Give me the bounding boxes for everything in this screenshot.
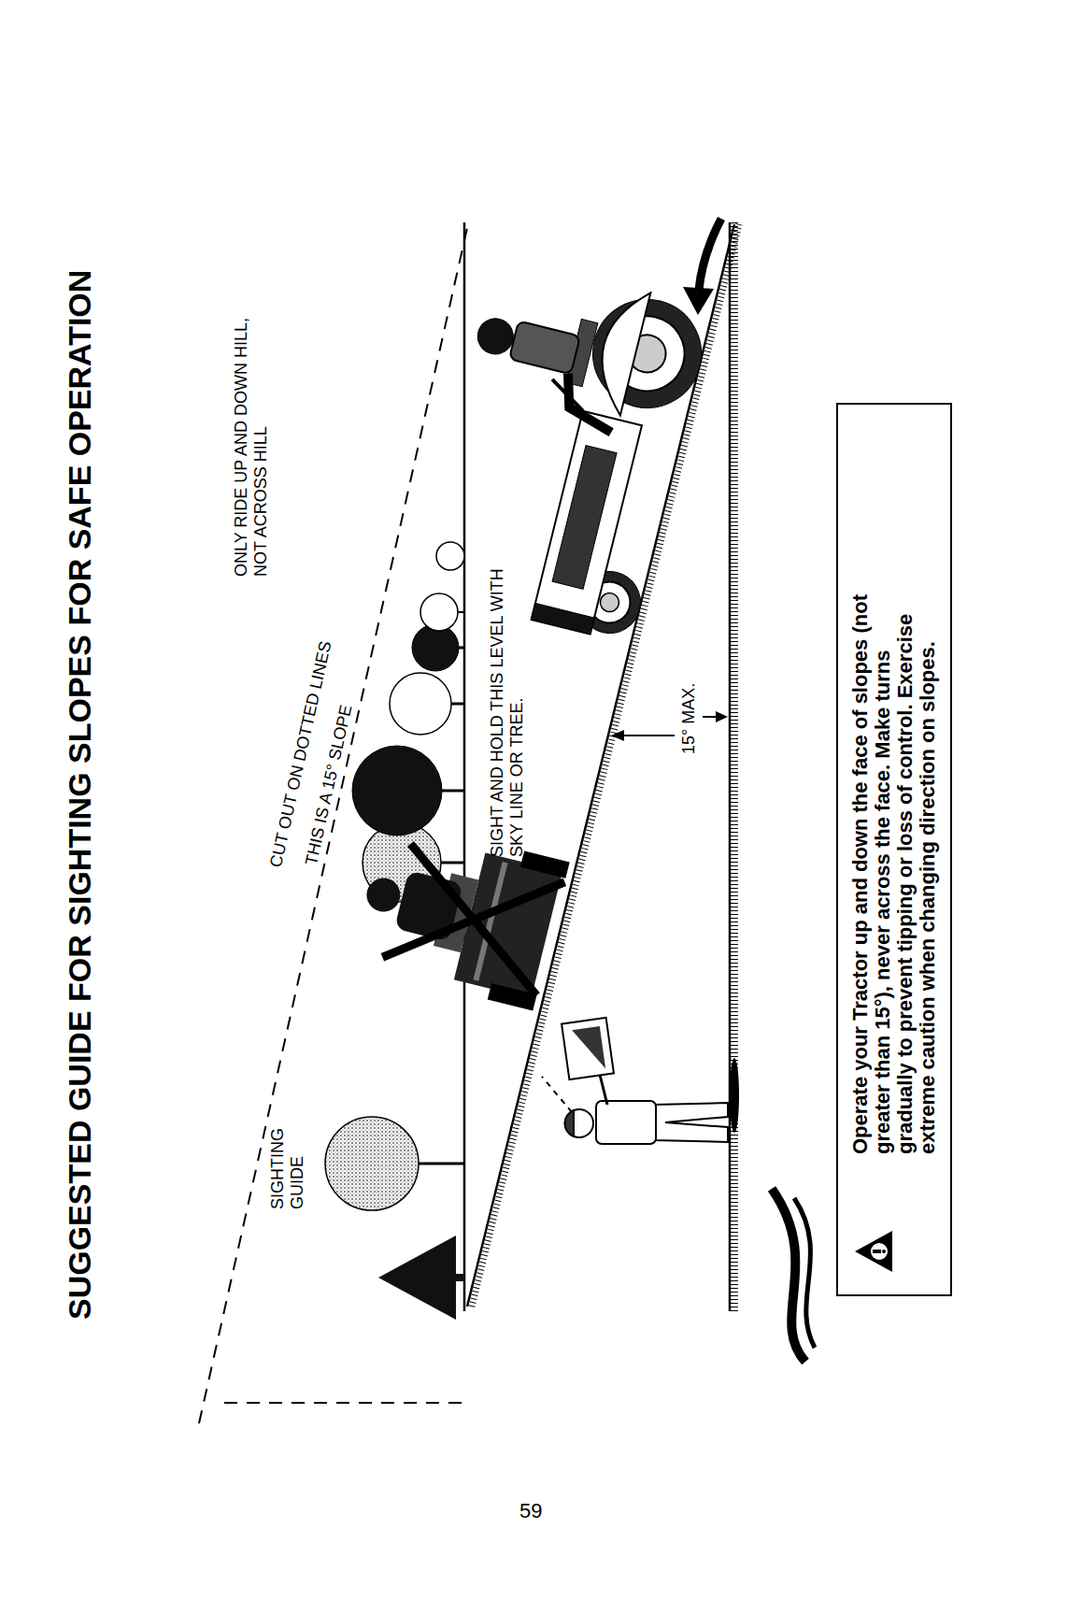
guide-label: SIGHTING GUIDE xyxy=(268,1124,307,1210)
logo-swoosh xyxy=(771,1188,815,1362)
sight-instruction: SIGHT AND HOLD THIS LEVEL WITH SKY LINE … xyxy=(487,565,527,857)
warning-text: Operate your Tractor up and down the fac… xyxy=(849,591,939,1154)
angle-arrows xyxy=(611,711,728,741)
terrain-lines xyxy=(464,222,740,1311)
crossed-out-tractor xyxy=(348,816,570,1011)
page-number: 59 xyxy=(519,1498,542,1523)
page-title: SUGGESTED GUIDE FOR SIGHTING SLOPES FOR … xyxy=(61,270,99,1320)
person-sighting xyxy=(541,1017,740,1144)
dotted-cut-line xyxy=(199,219,470,1423)
ride-instruction: ONLY RIDE UP AND DOWN HILL, NOT ACROSS H… xyxy=(231,314,271,577)
warning-box: Operate your Tractor up and down the fac… xyxy=(836,402,953,1296)
angle-label: 15° MAX. xyxy=(679,682,699,755)
warning-icon xyxy=(853,1228,895,1274)
direction-arrow xyxy=(682,218,722,315)
tractor-on-slope xyxy=(413,255,714,645)
